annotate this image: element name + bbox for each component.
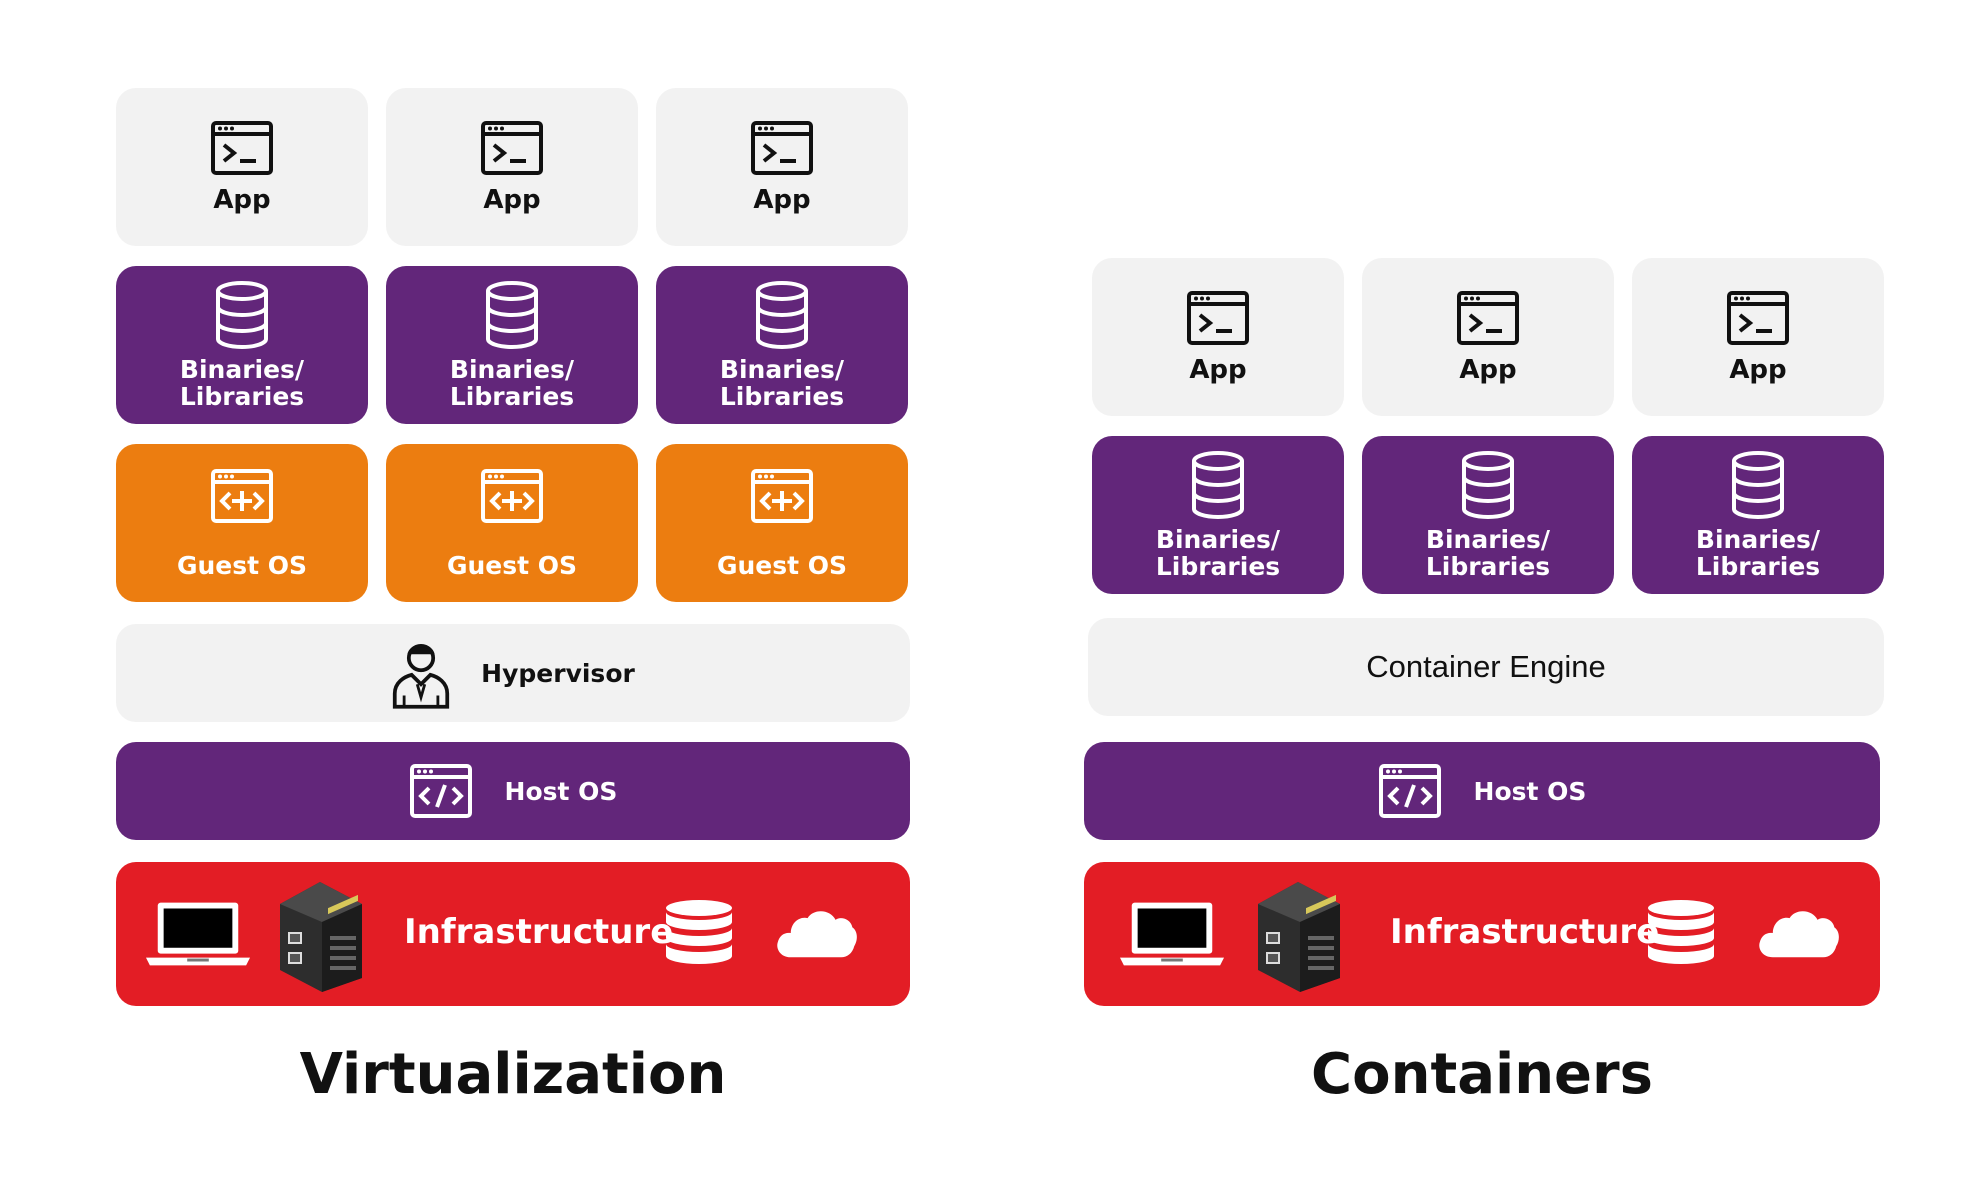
guest-os-label: Guest OS [716,550,848,580]
hardware-device-icon [1248,874,1348,994]
libraries-label-line2: Libraries [1695,552,1821,581]
ct-app-box-1: App [1092,258,1344,416]
terminal-window-icon [480,120,544,176]
infrastructure-label: Infrastructure [1390,912,1660,952]
vm-guest-os-box-2: Guest OS [386,444,638,602]
database-icon [664,898,734,968]
guest-os-label: Guest OS [446,550,578,580]
libraries-label: Binaries/ Libraries [1156,526,1280,580]
libraries-label-line2: Libraries [719,382,845,411]
cloud-icon [774,906,858,960]
vm-libraries-box-3: Binaries/ Libraries [656,266,908,424]
vm-app-box-2: App [386,88,638,246]
libraries-label-line2: Libraries [179,382,305,411]
person-icon [391,637,451,709]
terminal-window-icon [210,120,274,176]
libraries-label: Binaries/ Libraries [1426,526,1550,580]
libraries-label-line1: Binaries/ [179,355,305,384]
hardware-device-icon [270,874,370,994]
virtualization-title: Virtualization [299,1042,727,1107]
ct-host-os-layer: Host OS [1084,742,1880,840]
laptop-icon [144,900,252,970]
vm-guest-os-box-1: Guest OS [116,444,368,602]
ct-app-box-2: App [1362,258,1614,416]
libraries-label-line2: Libraries [1155,552,1281,581]
hypervisor-layer: Hypervisor [116,624,910,722]
vm-libraries-box-2: Binaries/ Libraries [386,266,638,424]
app-label: App [213,184,271,215]
code-arrows-window-icon [750,468,814,524]
app-label: App [1189,354,1247,385]
hypervisor-label: Hypervisor [481,658,635,688]
container-engine-layer: Container Engine [1088,618,1884,716]
ct-libraries-box-3: Binaries/ Libraries [1632,436,1884,594]
terminal-window-icon [750,120,814,176]
container-engine-label: Container Engine [1366,649,1606,685]
code-window-icon [1378,763,1442,819]
code-arrows-window-icon [210,468,274,524]
ct-app-box-3: App [1632,258,1884,416]
guest-os-label: Guest OS [176,550,308,580]
libraries-label-line1: Binaries/ [1425,525,1551,554]
database-icon [484,280,540,350]
laptop-icon [1118,900,1226,970]
terminal-window-icon [1456,290,1520,346]
libraries-label: Binaries/ Libraries [180,356,304,410]
libraries-label-line1: Binaries/ [1695,525,1821,554]
libraries-label-line1: Binaries/ [719,355,845,384]
database-icon [214,280,270,350]
ct-libraries-box-1: Binaries/ Libraries [1092,436,1344,594]
libraries-label-line2: Libraries [1425,552,1551,581]
host-os-label: Host OS [1473,776,1587,806]
terminal-window-icon [1186,290,1250,346]
terminal-window-icon [1726,290,1790,346]
host-os-label: Host OS [504,776,618,806]
database-icon [1646,898,1716,968]
vm-libraries-box-1: Binaries/ Libraries [116,266,368,424]
cloud-icon [1756,906,1840,960]
vm-app-box-3: App [656,88,908,246]
libraries-label: Binaries/ Libraries [1696,526,1820,580]
vm-guest-os-box-3: Guest OS [656,444,908,602]
vm-app-box-1: App [116,88,368,246]
libraries-label-line1: Binaries/ [1155,525,1281,554]
libraries-label: Binaries/ Libraries [720,356,844,410]
libraries-label-line1: Binaries/ [449,355,575,384]
ct-infrastructure-layer: Infrastructure [1084,862,1880,1006]
libraries-label-line2: Libraries [449,382,575,411]
database-icon [1730,450,1786,520]
app-label: App [483,184,541,215]
ct-libraries-box-2: Binaries/ Libraries [1362,436,1614,594]
app-label: App [1729,354,1787,385]
vm-host-os-layer: Host OS [116,742,910,840]
vm-infrastructure-layer: Infrastructure [116,862,910,1006]
database-icon [1190,450,1246,520]
database-icon [1460,450,1516,520]
infrastructure-label: Infrastructure [404,912,674,952]
libraries-label: Binaries/ Libraries [450,356,574,410]
database-icon [754,280,810,350]
app-label: App [753,184,811,215]
containers-title: Containers [1311,1042,1653,1107]
app-label: App [1459,354,1517,385]
code-arrows-window-icon [480,468,544,524]
code-window-icon [409,763,473,819]
